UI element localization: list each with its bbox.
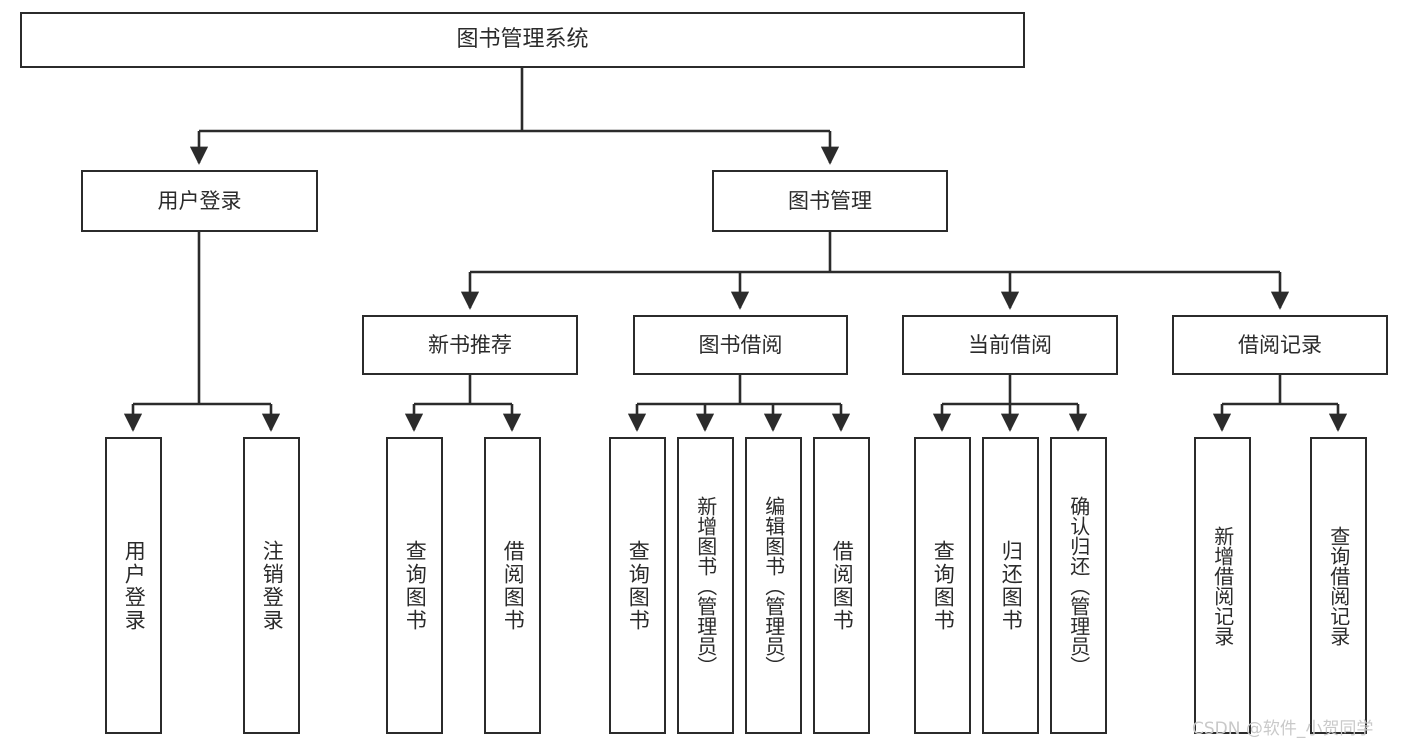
leaf-query-book-current[interactable]: 查询图书 bbox=[914, 437, 971, 734]
node-label: 图书管理 bbox=[788, 188, 872, 213]
node-label: 当前借阅 bbox=[968, 332, 1052, 357]
node-label: 借阅记录 bbox=[1238, 332, 1322, 357]
node-label: 查询借阅记录 bbox=[1326, 525, 1351, 646]
node-current-borrow[interactable]: 当前借阅 bbox=[902, 315, 1118, 375]
node-label: 新书推荐 bbox=[428, 332, 512, 357]
leaf-logout[interactable]: 注销登录 bbox=[243, 437, 300, 734]
node-label: 图书借阅 bbox=[698, 332, 783, 357]
node-label: 编辑图书（管理员） bbox=[761, 495, 786, 676]
node-label: 新增图书（管理员） bbox=[693, 495, 718, 676]
node-label: 归还图书 bbox=[999, 539, 1024, 632]
leaf-add-book-admin[interactable]: 新增图书（管理员） bbox=[677, 437, 734, 734]
node-label: 注销登录 bbox=[260, 539, 285, 632]
node-root-system[interactable]: 图书管理系统 bbox=[20, 12, 1025, 68]
node-label: 确认归还（管理员） bbox=[1066, 495, 1091, 676]
node-book-borrow[interactable]: 图书借阅 bbox=[633, 315, 848, 375]
node-new-book-recommend[interactable]: 新书推荐 bbox=[362, 315, 578, 375]
node-label: 新增借阅记录 bbox=[1210, 525, 1235, 646]
node-book-management[interactable]: 图书管理 bbox=[712, 170, 948, 232]
leaf-add-borrow-record[interactable]: 新增借阅记录 bbox=[1194, 437, 1251, 734]
leaf-return-book[interactable]: 归还图书 bbox=[982, 437, 1039, 734]
node-label: 借阅图书 bbox=[501, 539, 526, 632]
node-user-login[interactable]: 用户登录 bbox=[81, 170, 318, 232]
leaf-query-book-recommend[interactable]: 查询图书 bbox=[386, 437, 443, 734]
leaf-borrow-book[interactable]: 借阅图书 bbox=[813, 437, 870, 734]
node-label: 查询图书 bbox=[626, 539, 651, 632]
node-label: 图书管理系统 bbox=[456, 27, 589, 53]
node-borrow-record[interactable]: 借阅记录 bbox=[1172, 315, 1388, 375]
node-label: 查询图书 bbox=[931, 539, 956, 632]
node-label: 用户登录 bbox=[157, 188, 242, 213]
leaf-confirm-return-admin[interactable]: 确认归还（管理员） bbox=[1050, 437, 1107, 734]
leaf-borrow-book-recommend[interactable]: 借阅图书 bbox=[484, 437, 541, 734]
node-label: 用户登录 bbox=[122, 539, 147, 632]
leaf-edit-book-admin[interactable]: 编辑图书（管理员） bbox=[745, 437, 802, 734]
leaf-user-login[interactable]: 用户登录 bbox=[105, 437, 162, 734]
watermark-text: CSDN @软件_小贺同学 bbox=[1192, 719, 1374, 739]
leaf-query-borrow-record[interactable]: 查询借阅记录 bbox=[1310, 437, 1367, 734]
node-label: 查询图书 bbox=[403, 539, 428, 632]
leaf-query-book-borrow[interactable]: 查询图书 bbox=[609, 437, 666, 734]
node-label: 借阅图书 bbox=[830, 539, 855, 632]
